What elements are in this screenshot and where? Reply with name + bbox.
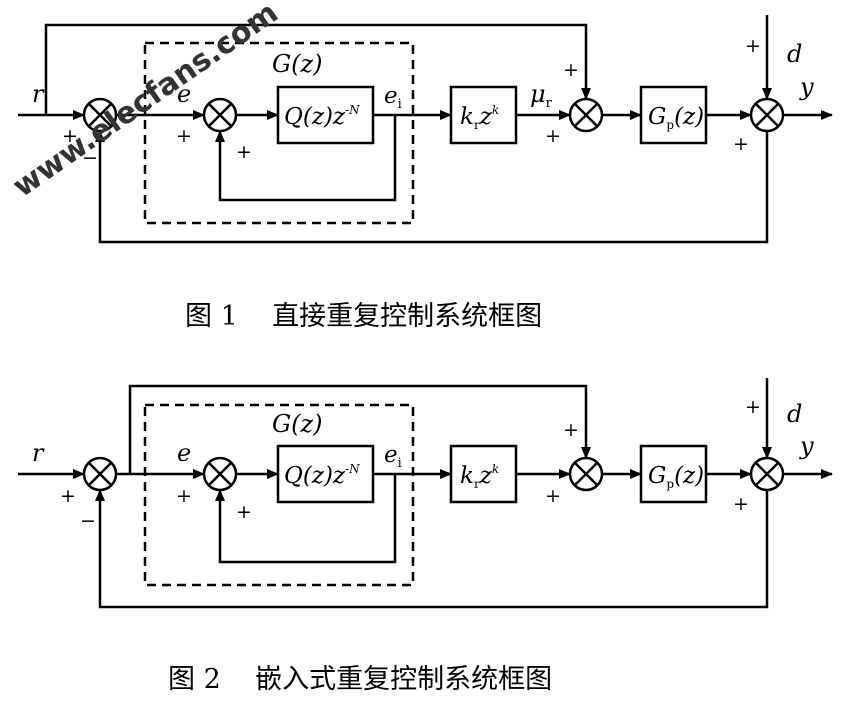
sign-plus-ff: +	[563, 59, 579, 81]
gp-arg: (z)	[674, 463, 704, 489]
sum-junction-1	[82, 456, 118, 492]
wire-inner-feedback	[215, 115, 397, 202]
wire-outer-feedback	[95, 130, 769, 244]
kr-z: z	[479, 104, 493, 130]
gp-g: G	[648, 463, 666, 489]
q-block-text: Q(z)z-N	[284, 103, 360, 130]
label-y: y	[799, 73, 814, 101]
label-mu-sub: r	[546, 96, 553, 111]
gp-sub: p	[666, 477, 674, 491]
sign-plus-d: +	[745, 396, 761, 418]
sum-junction-4	[749, 456, 785, 492]
kr-sub: r	[474, 118, 480, 132]
sign-plus-ff: +	[563, 419, 579, 441]
sign-plus-kr: +	[545, 485, 561, 507]
label-mu: μr	[530, 80, 553, 111]
sign-plus-gp: +	[733, 493, 749, 515]
label-ei: ei	[384, 442, 402, 471]
label-e: e	[177, 80, 191, 108]
kr-block	[449, 85, 518, 145]
q-sup: -N	[345, 103, 360, 117]
sum-junction-2	[202, 97, 238, 133]
gp-block-text: Gp(z)	[648, 463, 704, 491]
kr-sub: r	[474, 477, 480, 491]
gp-g: G	[648, 104, 666, 130]
kr-k: k	[460, 463, 474, 489]
label-mu-main: μ	[530, 80, 546, 108]
gp-block-text: Gp(z)	[648, 104, 704, 132]
sign-plus-d: +	[745, 35, 761, 57]
q-main: Q(z)z	[284, 463, 346, 489]
sum-junction-3	[568, 97, 604, 133]
sign-plus-e: +	[176, 125, 192, 147]
sign-plus-gp: +	[733, 133, 749, 155]
sign-plus-r: +	[60, 485, 76, 507]
label-ei-sub: i	[398, 97, 402, 112]
q-main: Q(z)z	[284, 104, 346, 130]
sign-minus-fb: −	[80, 510, 96, 532]
label-e: e	[177, 439, 191, 467]
label-gz: G(z)	[272, 50, 323, 78]
q-block-text: Q(z)z-N	[284, 462, 360, 489]
kr-k: k	[460, 104, 474, 130]
sign-minus-fb: −	[82, 147, 98, 169]
figure-2-caption: 图 2 嵌入式重复控制系统框图	[168, 664, 552, 695]
sign-plus-mu: +	[545, 125, 561, 147]
sum-junction-2	[202, 456, 238, 492]
gp-arg: (z)	[674, 104, 704, 130]
sum-junction-4	[749, 97, 785, 133]
gp-block	[639, 444, 708, 504]
kr-sup: k	[492, 103, 499, 117]
label-y: y	[799, 432, 814, 460]
wire-inner-feedback	[215, 474, 397, 564]
gp-sub: p	[666, 118, 674, 132]
kr-sup: k	[492, 462, 499, 476]
kr-block-text: krzk	[460, 103, 499, 132]
label-ei-main: e	[384, 83, 398, 109]
label-d: d	[787, 400, 802, 428]
figure-1-caption: 图 1 直接重复控制系统框图	[185, 301, 542, 332]
kr-z: z	[479, 463, 493, 489]
sign-plus-inner: +	[236, 501, 252, 523]
label-ei-sub: i	[398, 456, 402, 471]
label-r: r	[32, 439, 45, 467]
label-ei: ei	[384, 83, 402, 112]
sum-junction-3	[568, 456, 604, 492]
wire-feedforward	[128, 384, 591, 474]
label-gz: G(z)	[272, 410, 323, 438]
sign-plus-r: +	[62, 125, 78, 147]
label-d: d	[787, 40, 802, 68]
wire-feedforward	[44, 23, 591, 115]
gp-block	[639, 85, 708, 145]
figure-1-diagram: r e G(z) ei μr d y Q(z)z-N krzk Gp(z) + …	[7, 0, 833, 332]
label-ei-main: e	[384, 442, 398, 468]
sign-plus-inner: +	[236, 141, 252, 163]
sign-plus-e: +	[176, 485, 192, 507]
wire-outer-feedback	[95, 489, 769, 609]
q-sup: -N	[345, 462, 360, 476]
kr-block-text: krzk	[460, 462, 499, 491]
figure-2-diagram: r e G(z) ei d y Q(z)z-N krzk Gp(z) + − +…	[18, 378, 833, 695]
label-r: r	[32, 80, 45, 108]
